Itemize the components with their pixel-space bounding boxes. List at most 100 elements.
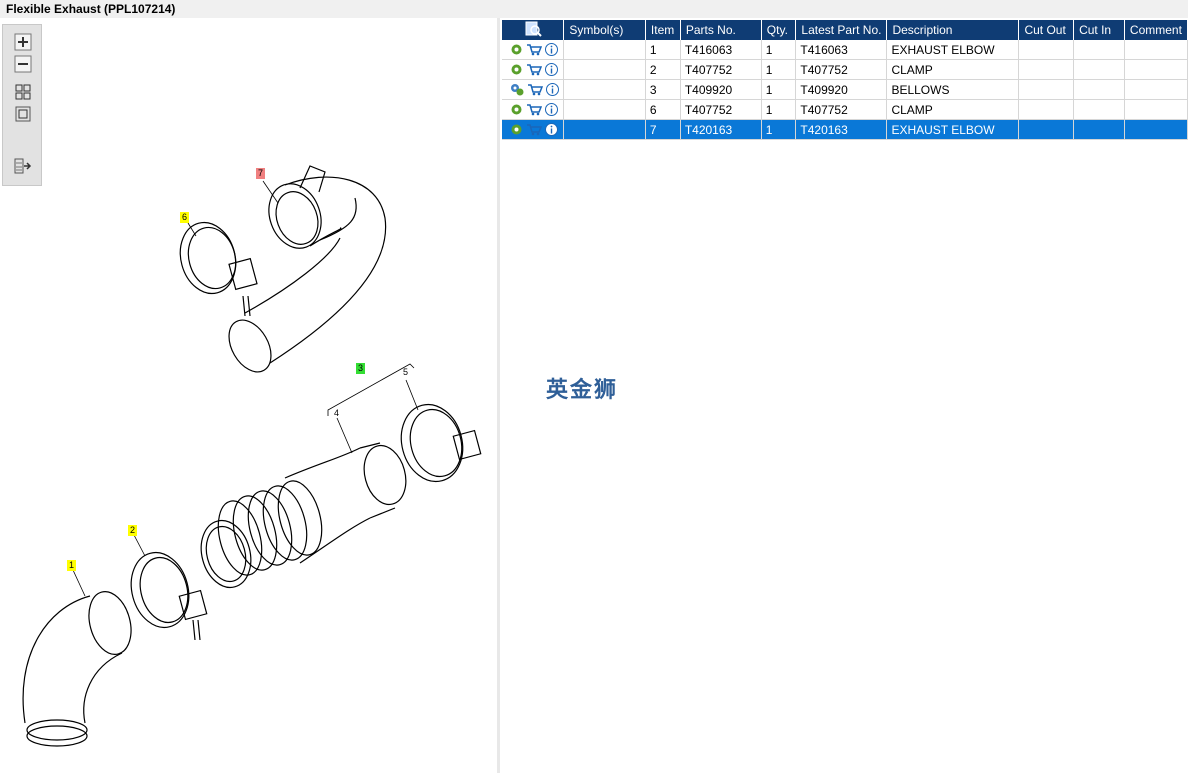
settings-button[interactable] [510, 123, 523, 136]
info-icon [545, 103, 558, 116]
cell-qty: 1 [761, 79, 797, 100]
cell-symbols [563, 40, 646, 60]
header-cut-out[interactable]: Cut Out [1018, 20, 1075, 40]
cell-cut-in [1073, 79, 1125, 100]
add-to-cart-button[interactable] [526, 63, 542, 76]
info-button[interactable] [545, 63, 558, 76]
cell-symbols [563, 119, 646, 140]
cell-cut-out [1018, 79, 1075, 100]
callout-5[interactable]: 5 [403, 367, 409, 377]
fit-all-button[interactable] [14, 83, 32, 101]
callout-2[interactable]: 2 [128, 525, 138, 536]
parts-table: Symbol(s) Item Parts No. Qty. Latest Par… [502, 20, 1188, 140]
header-symbols[interactable]: Symbol(s) [563, 20, 646, 40]
cell-parts-no: T407752 [680, 59, 762, 80]
part-7-elbow[interactable] [220, 165, 387, 379]
part-6-clamp[interactable] [173, 216, 258, 317]
info-button[interactable] [545, 103, 558, 116]
settings-button[interactable] [510, 63, 523, 76]
cell-parts-no: T416063 [680, 40, 762, 60]
cart-icon [527, 64, 542, 76]
header-comment[interactable]: Comment [1124, 20, 1188, 40]
callout-7[interactable]: 7 [256, 168, 266, 179]
cell-comment [1124, 59, 1188, 80]
cell-latest-part-no: T416063 [795, 40, 888, 60]
cell-latest-part-no: T420163 [795, 119, 888, 140]
info-button[interactable] [545, 123, 558, 136]
add-to-cart-button[interactable] [526, 43, 542, 56]
row-actions [502, 59, 565, 80]
cart-icon [527, 104, 542, 116]
cell-qty: 1 [761, 99, 797, 120]
gear-icon [511, 124, 522, 135]
export-button[interactable] [14, 157, 32, 175]
cell-comment [1124, 119, 1188, 140]
cell-item: 7 [645, 119, 681, 140]
zoom-out-button[interactable] [14, 55, 32, 73]
cell-item: 2 [645, 59, 681, 80]
header-description[interactable]: Description [886, 20, 1020, 40]
header-latest-part-no[interactable]: Latest Part No. [795, 20, 888, 40]
cell-parts-no: T409920 [680, 79, 762, 100]
cell-cut-out [1018, 119, 1075, 140]
header-cut-in[interactable]: Cut In [1073, 20, 1125, 40]
cell-latest-part-no: T409920 [795, 79, 888, 100]
cell-latest-part-no: T407752 [795, 99, 888, 120]
info-button[interactable] [546, 83, 559, 96]
cell-qty: 1 [761, 40, 797, 60]
header-parts-no[interactable]: Parts No. [680, 20, 762, 40]
add-to-cart-button[interactable] [526, 123, 542, 136]
info-icon [546, 83, 559, 96]
header-item[interactable]: Item [645, 20, 681, 40]
cell-comment [1124, 40, 1188, 60]
cell-parts-no: T407752 [680, 99, 762, 120]
part-5-clamp[interactable] [393, 398, 482, 489]
zoom-in-button[interactable] [14, 33, 32, 51]
watermark-logo: 英金狮 [546, 378, 619, 403]
view-options-icon [525, 21, 542, 37]
cart-icon [527, 124, 542, 136]
settings-button[interactable] [510, 83, 524, 96]
settings-button[interactable] [510, 43, 523, 56]
cell-item: 6 [645, 99, 681, 120]
table-header: Symbol(s) Item Parts No. Qty. Latest Par… [502, 20, 1188, 40]
row-actions [502, 99, 565, 120]
callout-4[interactable]: 4 [334, 408, 340, 418]
add-to-cart-button[interactable] [527, 83, 543, 96]
add-to-cart-button[interactable] [526, 103, 542, 116]
cell-cut-in [1073, 40, 1125, 60]
cell-cut-in [1073, 119, 1125, 140]
callout-3[interactable]: 3 [356, 363, 366, 374]
callout-1[interactable]: 1 [67, 560, 77, 571]
info-icon [545, 43, 558, 56]
cell-comment [1124, 99, 1188, 120]
exhaust-diagram[interactable] [0, 18, 497, 773]
diagram-pane[interactable]: 7 6 3 5 4 2 1 [0, 18, 497, 773]
info-icon [545, 63, 558, 76]
pane-splitter[interactable] [497, 18, 500, 773]
header-qty[interactable]: Qty. [761, 20, 797, 40]
part-4-bellows[interactable] [194, 441, 412, 593]
settings-button[interactable] [510, 103, 523, 116]
info-button[interactable] [545, 43, 558, 56]
gear-icon [511, 64, 522, 75]
zoom-in-icon [14, 33, 32, 51]
window-title: Flexible Exhaust (PPL107214) [0, 0, 1188, 18]
cell-qty: 1 [761, 119, 797, 140]
part-2-clamp[interactable] [123, 546, 208, 641]
cell-latest-part-no: T407752 [795, 59, 888, 80]
callout-6[interactable]: 6 [180, 212, 190, 223]
header-icon-cell[interactable] [502, 20, 565, 40]
cell-symbols [563, 79, 646, 100]
fit-window-button[interactable] [14, 105, 32, 123]
part-1-elbow[interactable] [22, 587, 138, 747]
fit-all-icon [15, 84, 31, 100]
cell-cut-in [1073, 99, 1125, 120]
row-actions [502, 79, 565, 100]
cell-parts-no: T420163 [680, 119, 762, 140]
